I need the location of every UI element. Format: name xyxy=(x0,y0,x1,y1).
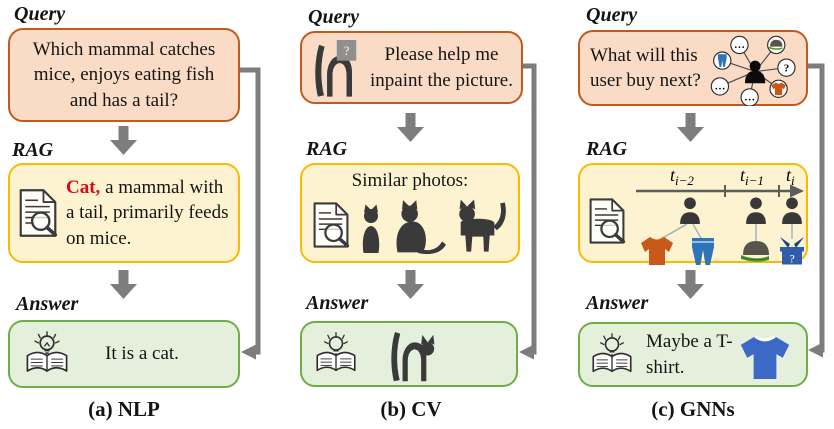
rag-highlight: Cat, xyxy=(66,177,101,199)
query-box-gnn: What will this user buy next? … xyxy=(578,30,808,106)
mask-question-glyph: ? xyxy=(344,44,349,58)
caption-gnn: (c) GNNs xyxy=(651,397,735,421)
down-arrow-icon xyxy=(397,113,424,142)
user-icon xyxy=(680,197,700,224)
cat-photo-icon xyxy=(396,200,446,254)
cap-node-icon xyxy=(768,39,783,50)
answer-box-cv xyxy=(300,321,518,387)
caption-nlp: (a) NLP xyxy=(88,397,160,421)
gift-question-glyph: ? xyxy=(789,252,794,266)
question-node: ? xyxy=(784,63,789,75)
query-text-gnn: What will this user buy next? xyxy=(590,44,701,91)
cat-photo-icon xyxy=(459,199,506,252)
answer-text-gnn: Maybe a T-shirt. xyxy=(646,331,733,378)
jeans-item-icon xyxy=(692,238,714,265)
user-icon xyxy=(782,197,802,224)
feedback-arrowhead-cv xyxy=(519,344,534,360)
doc-search-icon xyxy=(589,198,626,244)
user-icon xyxy=(746,197,766,224)
down-arrow-icon xyxy=(110,126,137,155)
doc-search-icon xyxy=(313,202,350,248)
down-arrow-icon xyxy=(397,270,424,299)
query-text-cv: Please help me inpaint the picture. xyxy=(370,44,513,91)
answer-box-nlp: It is a cat. xyxy=(8,320,240,388)
feedback-arrow-cv xyxy=(521,63,537,355)
answer-label-cv: Answer xyxy=(306,292,369,314)
tshirt-item-icon xyxy=(641,237,673,265)
timeline-label: ti xyxy=(786,165,795,188)
timeline-arrowhead xyxy=(790,184,804,198)
user-node-icon xyxy=(744,60,766,84)
inpaint-mask xyxy=(336,39,357,61)
timeline-label: ti−1 xyxy=(740,165,764,188)
ellipsis-node: … xyxy=(714,81,725,93)
feedback-arrowhead-gnn xyxy=(808,342,823,358)
rag-label-cv: RAG xyxy=(306,138,348,160)
down-arrow-icon xyxy=(677,270,704,299)
ellipsis-node: … xyxy=(734,39,745,51)
tshirt-answer-icon xyxy=(740,335,790,380)
cap-item-icon xyxy=(740,241,770,262)
rag-box-gnn: ti−2 ti−1 ti xyxy=(578,163,808,265)
query-label-nlp: Query xyxy=(14,3,66,25)
rag-label-nlp: RAG xyxy=(12,139,54,161)
answer-text-nlp: It is a cat. xyxy=(105,343,179,365)
user-interaction-graph-icon: … ? … … xyxy=(710,35,796,106)
inpainted-cat-icon xyxy=(391,331,435,382)
query-label-cv: Query xyxy=(308,6,360,28)
tshirt-node-icon xyxy=(771,82,786,96)
ellipsis-node: … xyxy=(744,92,755,104)
answer-label-nlp: Answer xyxy=(16,293,79,315)
down-arrow-icon xyxy=(677,113,704,142)
caption-cv: (b) CV xyxy=(380,397,442,421)
purchase-timeline: ti−2 ti−1 ti xyxy=(636,165,804,265)
rag-box-cv: Similar photos: xyxy=(300,163,520,263)
answer-label-gnn: Answer xyxy=(586,292,649,314)
doc-search-icon xyxy=(19,189,58,237)
query-box-cv: ? Please help me inpaint the picture. xyxy=(300,31,523,104)
masked-cat-icon: ? xyxy=(315,39,357,97)
feedback-arrow-gnn xyxy=(808,63,825,353)
feedback-arrowhead-nlp xyxy=(241,344,256,360)
down-arrow-icon xyxy=(110,270,137,299)
book-idea-icon xyxy=(26,331,68,372)
jeans-node-icon xyxy=(717,54,727,67)
gift-item-icon: ? xyxy=(780,237,804,265)
timeline-label: ti−2 xyxy=(670,165,694,188)
book-idea-icon xyxy=(316,332,356,372)
rag-label-gnn: RAG xyxy=(586,138,628,160)
cat-photo-icon xyxy=(362,204,380,253)
rag-box-nlp: Cat, a mammal with a tail, primarily fee… xyxy=(8,163,240,263)
feedback-arrow-nlp xyxy=(240,67,261,355)
book-idea-icon xyxy=(592,332,632,372)
answer-box-gnn: Maybe a T-shirt. xyxy=(578,322,808,387)
rag-text-nlp: Cat, a mammal with a tail, primarily fee… xyxy=(66,177,229,249)
query-text-nlp: Which mammal catches mice, enjoys eating… xyxy=(32,39,216,111)
query-box-nlp: Which mammal catches mice, enjoys eating… xyxy=(8,28,240,122)
rag-title-cv: Similar photos: xyxy=(351,170,469,191)
query-label-gnn: Query xyxy=(586,4,638,26)
